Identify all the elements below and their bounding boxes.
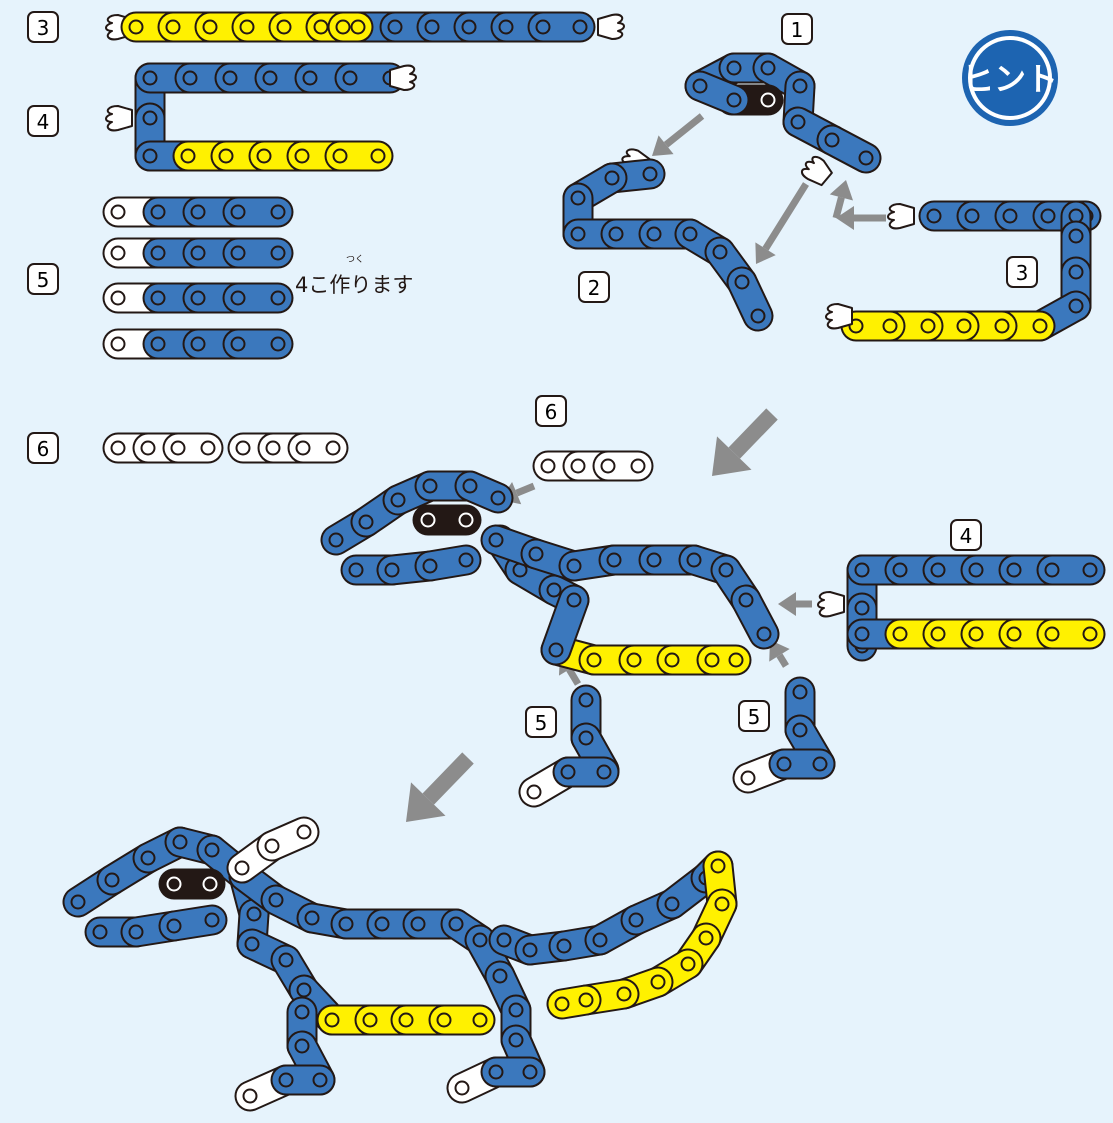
chain-link-87 <box>414 544 482 582</box>
assembly-label-5a: 5 <box>525 706 557 738</box>
chain-link-115 <box>1036 554 1106 586</box>
chain-link-180 <box>480 1056 546 1088</box>
chain-link-104 <box>540 584 590 666</box>
chain-link-121 <box>1036 618 1106 650</box>
hint-badge-label: ヒント <box>962 60 1058 98</box>
chain-link-30 <box>222 196 294 228</box>
chain-link-26 <box>324 140 394 172</box>
hint-badge-icon: ヒント <box>962 30 1058 126</box>
step5-note-ruby: つく <box>346 255 364 265</box>
chain-link-38 <box>222 282 294 314</box>
gray-arrow-icon <box>836 206 886 230</box>
chain-link-165 <box>546 984 602 1020</box>
step5-note: 4こ作ります <box>295 273 413 297</box>
chain-link-42 <box>222 328 294 360</box>
gray-arrow-icon <box>712 408 778 476</box>
step-number-4: 4 <box>27 105 59 137</box>
chain-link-20 <box>334 62 406 94</box>
assembly-label-2-text: 2 <box>588 276 601 300</box>
gray-arrow-icon <box>778 592 812 616</box>
assembly-label-6-text: 6 <box>545 400 558 424</box>
chain-link-129 <box>768 748 836 780</box>
assembly-label-2: 2 <box>578 271 610 303</box>
gray-arrow-icon <box>829 180 854 219</box>
step-number-5: 5 <box>27 263 59 295</box>
step-number-4-text: 4 <box>37 110 50 134</box>
hint-badge-inner <box>972 40 1048 116</box>
chain-link-135 <box>158 868 226 900</box>
step-number-3: 3 <box>27 11 59 43</box>
gray-arrow-icon <box>406 752 474 822</box>
chain-link-34 <box>222 237 294 269</box>
chain-link-103 <box>696 644 752 676</box>
assembly-label-5b-text: 5 <box>748 705 761 729</box>
gray-arrow-icon <box>652 113 705 156</box>
chain-link-54 <box>816 124 882 174</box>
chain-link-45 <box>162 432 224 464</box>
assembly-label-3-text: 3 <box>1016 261 1029 285</box>
assembly-label-4-text: 4 <box>960 524 973 548</box>
chain-hook-icon <box>800 155 833 187</box>
chain-hook-icon <box>825 303 853 330</box>
assembly-label-5a-text: 5 <box>535 711 548 735</box>
step-number-5-text: 5 <box>37 268 50 292</box>
chain-link-172 <box>256 816 320 862</box>
chain-hook-icon <box>887 203 915 230</box>
step-number-3-text: 3 <box>37 16 50 40</box>
gray-arrow-icon <box>755 182 809 264</box>
step-number-6: 6 <box>27 432 59 464</box>
chain-link-83 <box>454 470 514 514</box>
chain-link-84 <box>412 504 482 536</box>
assembly-label-4: 4 <box>950 519 982 551</box>
assembly-label-5b: 5 <box>738 700 770 732</box>
chain-link-98 <box>730 584 780 650</box>
chain-link-11 <box>527 11 596 43</box>
assembly-label-1-text: 1 <box>791 18 804 42</box>
chain-link-78 <box>840 310 906 342</box>
assembly-label-6: 6 <box>535 395 567 427</box>
chain-hook-icon <box>105 105 133 132</box>
chain-hook-icon <box>817 591 845 618</box>
chain-hook-icon <box>597 13 625 40</box>
chain-link-12 <box>327 11 374 43</box>
step-number-6-text: 6 <box>37 437 50 461</box>
chain-link-125 <box>552 756 620 788</box>
chain-link-176 <box>270 1064 336 1096</box>
chain-link-170 <box>428 1004 496 1036</box>
chain-layer <box>62 11 1106 1112</box>
chain-link-56 <box>684 70 750 116</box>
chain-link-48 <box>287 432 349 464</box>
chain-link-65 <box>726 266 774 332</box>
chain-hook-icon <box>389 64 417 91</box>
chain-link-107 <box>592 450 654 482</box>
chain-link-138 <box>158 904 228 942</box>
assembly-label-3: 3 <box>1006 256 1038 288</box>
assembly-label-1: 1 <box>781 13 813 45</box>
